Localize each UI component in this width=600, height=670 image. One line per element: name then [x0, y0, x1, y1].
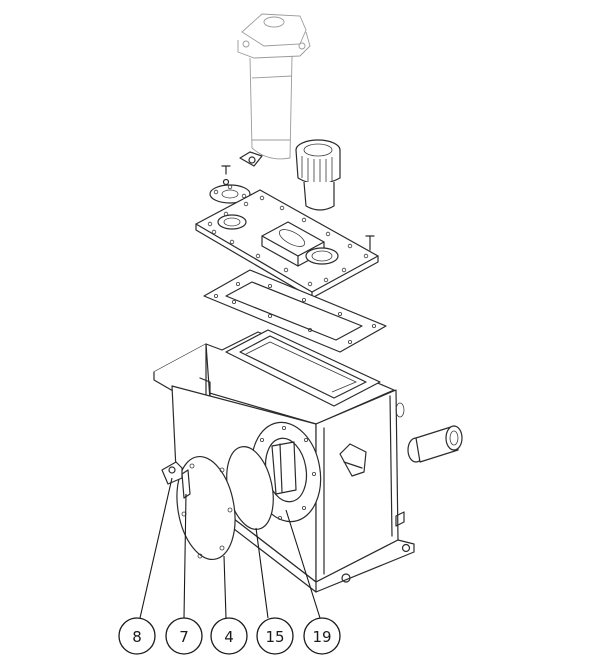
hinge-bracket [161, 461, 183, 485]
callout-balloon [303, 617, 341, 655]
small-screws [221, 165, 375, 251]
callout-19: 19 [303, 617, 341, 655]
callout-label: 15 [265, 628, 284, 646]
callout-balloon [118, 617, 156, 655]
callout-balloon [210, 617, 248, 655]
callout-label: 19 [312, 628, 331, 646]
callout-label: 8 [132, 628, 142, 646]
callout-7: 7 [165, 617, 203, 655]
flange-ring [209, 184, 251, 204]
callout-leaders [139, 477, 321, 619]
drive-sleeve [407, 425, 463, 463]
callout-balloon [165, 617, 203, 655]
cover-gasket [203, 269, 387, 353]
breather-filter [295, 139, 341, 211]
callout-8: 8 [118, 617, 156, 655]
wing-nut [239, 151, 263, 167]
callout-label: 4 [224, 628, 234, 646]
hinge-pin [181, 469, 191, 499]
callout-4: 4 [210, 617, 248, 655]
top-cover-plate [195, 189, 379, 299]
callout-balloon [256, 617, 294, 655]
filter-housing [237, 13, 311, 160]
callout-15: 15 [256, 617, 294, 655]
callout-label: 7 [179, 628, 189, 646]
